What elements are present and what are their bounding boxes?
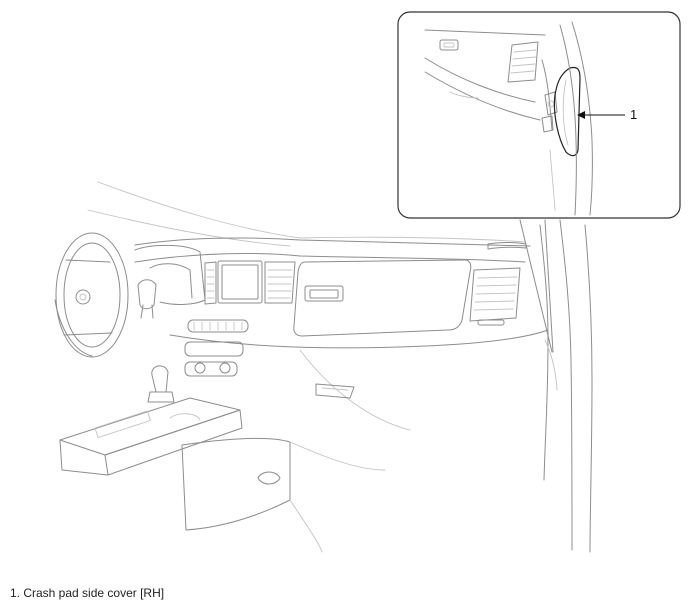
detail-inset: 1: [397, 11, 681, 219]
callout-number-1: 1: [630, 107, 637, 122]
crash-pad-side-cover: [553, 66, 581, 157]
center-vents: [204, 261, 296, 305]
right-door-edge: [539, 219, 593, 553]
center-display: [217, 260, 263, 304]
callout-arrowhead: [577, 111, 585, 119]
steering-wheel: [54, 232, 129, 358]
legend-caption: 1. Crash pad side cover [RH]: [10, 586, 165, 600]
gear-shifter: [147, 365, 175, 403]
passenger-vent: [469, 267, 521, 326]
dashboard-illustration: [54, 181, 593, 553]
control-panel: [184, 319, 249, 377]
